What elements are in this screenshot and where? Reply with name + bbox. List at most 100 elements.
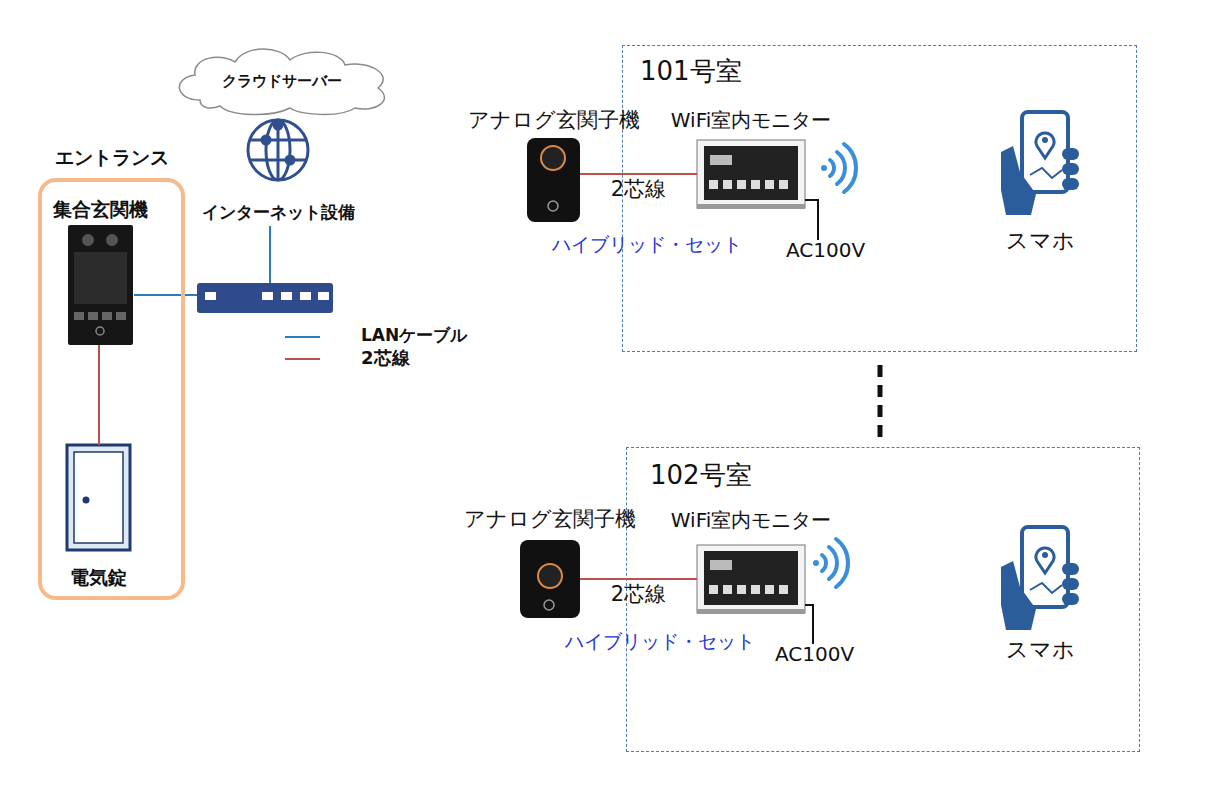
cloud-shape	[179, 49, 384, 115]
node-label: エントランス	[55, 146, 169, 169]
map-route	[1030, 168, 1062, 178]
monitor-bar	[697, 609, 805, 614]
node-label: インターネット設備	[202, 202, 355, 222]
monitor-icon	[765, 180, 774, 189]
node-label: アナログ玄関子機	[464, 507, 636, 532]
monitor-icon	[779, 180, 788, 189]
node-label: WiFi室内モニター	[671, 108, 832, 132]
node-label: 101号室	[640, 56, 742, 87]
wire-label: 2芯線	[611, 582, 666, 607]
globe-dot	[286, 156, 294, 164]
door-station	[527, 138, 580, 222]
indoor-monitor	[697, 545, 805, 614]
indoor-monitor	[697, 140, 805, 209]
phone-body	[1022, 112, 1068, 192]
power-label: AC100V	[775, 642, 854, 666]
wifi-arc	[844, 144, 856, 192]
door-station-node: アナログ玄関子機	[527, 138, 580, 222]
node-label: 電気錠	[70, 566, 127, 589]
legend-sample-2wire	[285, 358, 320, 360]
cloud-node: クラウドサーバー	[172, 50, 392, 112]
smartphone-node: スマホ	[1000, 525, 1080, 630]
switch-port	[205, 292, 216, 300]
station-logo	[538, 564, 562, 588]
set-note: ハイブリッド・セット	[552, 233, 742, 256]
globe-outline	[248, 120, 308, 180]
switch-body	[197, 283, 333, 313]
station-button	[544, 600, 554, 610]
finger	[1062, 563, 1079, 575]
smartphone-node: スマホ	[1000, 110, 1080, 215]
finger	[1062, 163, 1079, 175]
monitor-bar	[697, 204, 805, 209]
hand	[1001, 146, 1036, 215]
wifi-arc	[822, 555, 826, 571]
station-logo	[541, 146, 565, 170]
set-note: ハイブリッド・セット	[565, 630, 755, 653]
monitor-icon	[723, 585, 732, 594]
monitor-icon	[737, 180, 746, 189]
entrance-panel	[68, 225, 133, 345]
monitor-clock	[710, 560, 732, 570]
panel-camera	[106, 234, 118, 246]
globe-node: インターネット設備	[248, 120, 308, 180]
globe-latitude	[249, 139, 307, 142]
monitor-clock	[710, 155, 732, 165]
panel-button	[96, 327, 104, 335]
door-knob	[83, 497, 90, 504]
node-label: 102号室	[650, 460, 752, 491]
panel-key	[116, 312, 126, 320]
switch-port	[281, 292, 292, 300]
door-icon	[67, 445, 130, 550]
two-wire-cable	[98, 345, 100, 445]
node-label: クラウドサーバー	[222, 72, 342, 90]
smartphone-icon	[1001, 527, 1079, 630]
wifi-dot	[821, 165, 827, 171]
monitor-icon	[751, 180, 760, 189]
wifi-arc	[837, 152, 845, 184]
monitor-icon	[709, 180, 718, 189]
wifi-symbol	[813, 539, 848, 587]
lan-cable	[269, 226, 271, 283]
phone-body	[1022, 527, 1068, 607]
wifi-dot	[813, 560, 819, 566]
finger	[1062, 578, 1079, 590]
monitor-screen	[704, 146, 798, 200]
wire-label: 2芯線	[611, 177, 666, 202]
door-panel	[74, 452, 123, 543]
legend-text: LANケーブル	[361, 325, 467, 345]
globe-meridian	[266, 120, 290, 180]
finger	[1062, 178, 1079, 190]
finger	[1062, 148, 1079, 160]
station-body	[520, 540, 580, 618]
panel-key	[102, 312, 112, 320]
monitor-screen	[704, 551, 798, 605]
hand	[1001, 561, 1036, 630]
monitor-icon	[709, 585, 718, 594]
door-frame	[67, 445, 130, 550]
panel-key	[74, 312, 84, 320]
power-cord	[805, 605, 813, 644]
switch-port	[300, 292, 311, 300]
panel-body	[68, 225, 133, 345]
globe-dot	[262, 136, 270, 144]
map-pin	[1036, 133, 1054, 158]
wifi-arc	[829, 547, 837, 579]
panel-screen	[74, 252, 127, 304]
monitor-icon	[751, 585, 760, 594]
map-pin	[1036, 548, 1054, 573]
switch-port	[262, 292, 273, 300]
station-body	[527, 138, 580, 222]
two-wire-cable	[580, 578, 697, 580]
monitor-frame	[697, 545, 805, 613]
finger	[1062, 593, 1079, 605]
map-route	[1030, 583, 1062, 593]
room-box: 102号室WiFi室内モニタースマホ	[626, 447, 1140, 752]
power-cord	[805, 200, 818, 240]
smartphone-icon	[1001, 112, 1079, 215]
monitor-frame	[697, 140, 805, 208]
legend-text: 2芯線	[361, 347, 410, 369]
node-label: スマホ	[1006, 228, 1075, 254]
switch-port	[318, 292, 329, 300]
